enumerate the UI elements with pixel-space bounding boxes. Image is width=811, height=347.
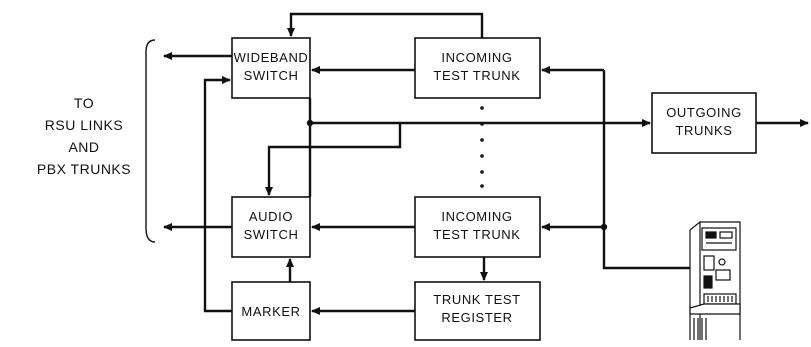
- incoming-test-trunk-bottom-block: INCOMING TEST TRUNK: [415, 197, 540, 257]
- incoming-test-trunk-top-line1: INCOMING: [441, 50, 512, 65]
- side-label: TO RSU LINKS AND PBX TRUNKS: [37, 95, 131, 177]
- junction-dot: [601, 224, 607, 230]
- junction-dot: [307, 120, 313, 126]
- bracket: [146, 40, 155, 242]
- arrow-loop-to-audio: [269, 123, 400, 195]
- trunk-test-register-line1: TRUNK TEST: [433, 292, 520, 307]
- outgoing-trunks-line2: TRUNKS: [675, 123, 732, 138]
- continuation-dots: [480, 106, 484, 188]
- incoming-test-trunk-bottom-line1: INCOMING: [441, 209, 512, 224]
- arrow-top-loop: [291, 14, 482, 38]
- side-label-line3: AND: [68, 139, 99, 155]
- marker-block: MARKER: [232, 282, 310, 340]
- side-label-line1: TO: [74, 95, 94, 111]
- arrow-marker-to-wideband: [205, 80, 232, 311]
- side-label-line4: PBX TRUNKS: [37, 161, 131, 177]
- incoming-test-trunk-bottom-line2: TEST TRUNK: [433, 227, 520, 242]
- outgoing-trunks-block: OUTGOING TRUNKS: [652, 93, 756, 153]
- incoming-test-trunk-top-line2: TEST TRUNK: [433, 68, 520, 83]
- wideband-switch-line1: WIDEBAND: [234, 50, 309, 65]
- wideband-switch-block: WIDEBAND SWITCH: [232, 38, 310, 98]
- test-console-icon: [690, 222, 740, 340]
- wideband-switch-line2: SWITCH: [244, 68, 299, 83]
- outgoing-trunks-line1: OUTGOING: [666, 105, 742, 120]
- trunk-test-register-line2: REGISTER: [441, 310, 512, 325]
- audio-switch-line2: SWITCH: [244, 227, 299, 242]
- audio-switch-line1: AUDIO: [249, 209, 293, 224]
- trunk-test-register-block: TRUNK TEST REGISTER: [415, 282, 540, 340]
- marker-label: MARKER: [241, 304, 300, 319]
- audio-switch-block: AUDIO SWITCH: [232, 197, 310, 257]
- incoming-test-trunk-top-block: INCOMING TEST TRUNK: [415, 38, 540, 98]
- side-label-line2: RSU LINKS: [45, 117, 123, 133]
